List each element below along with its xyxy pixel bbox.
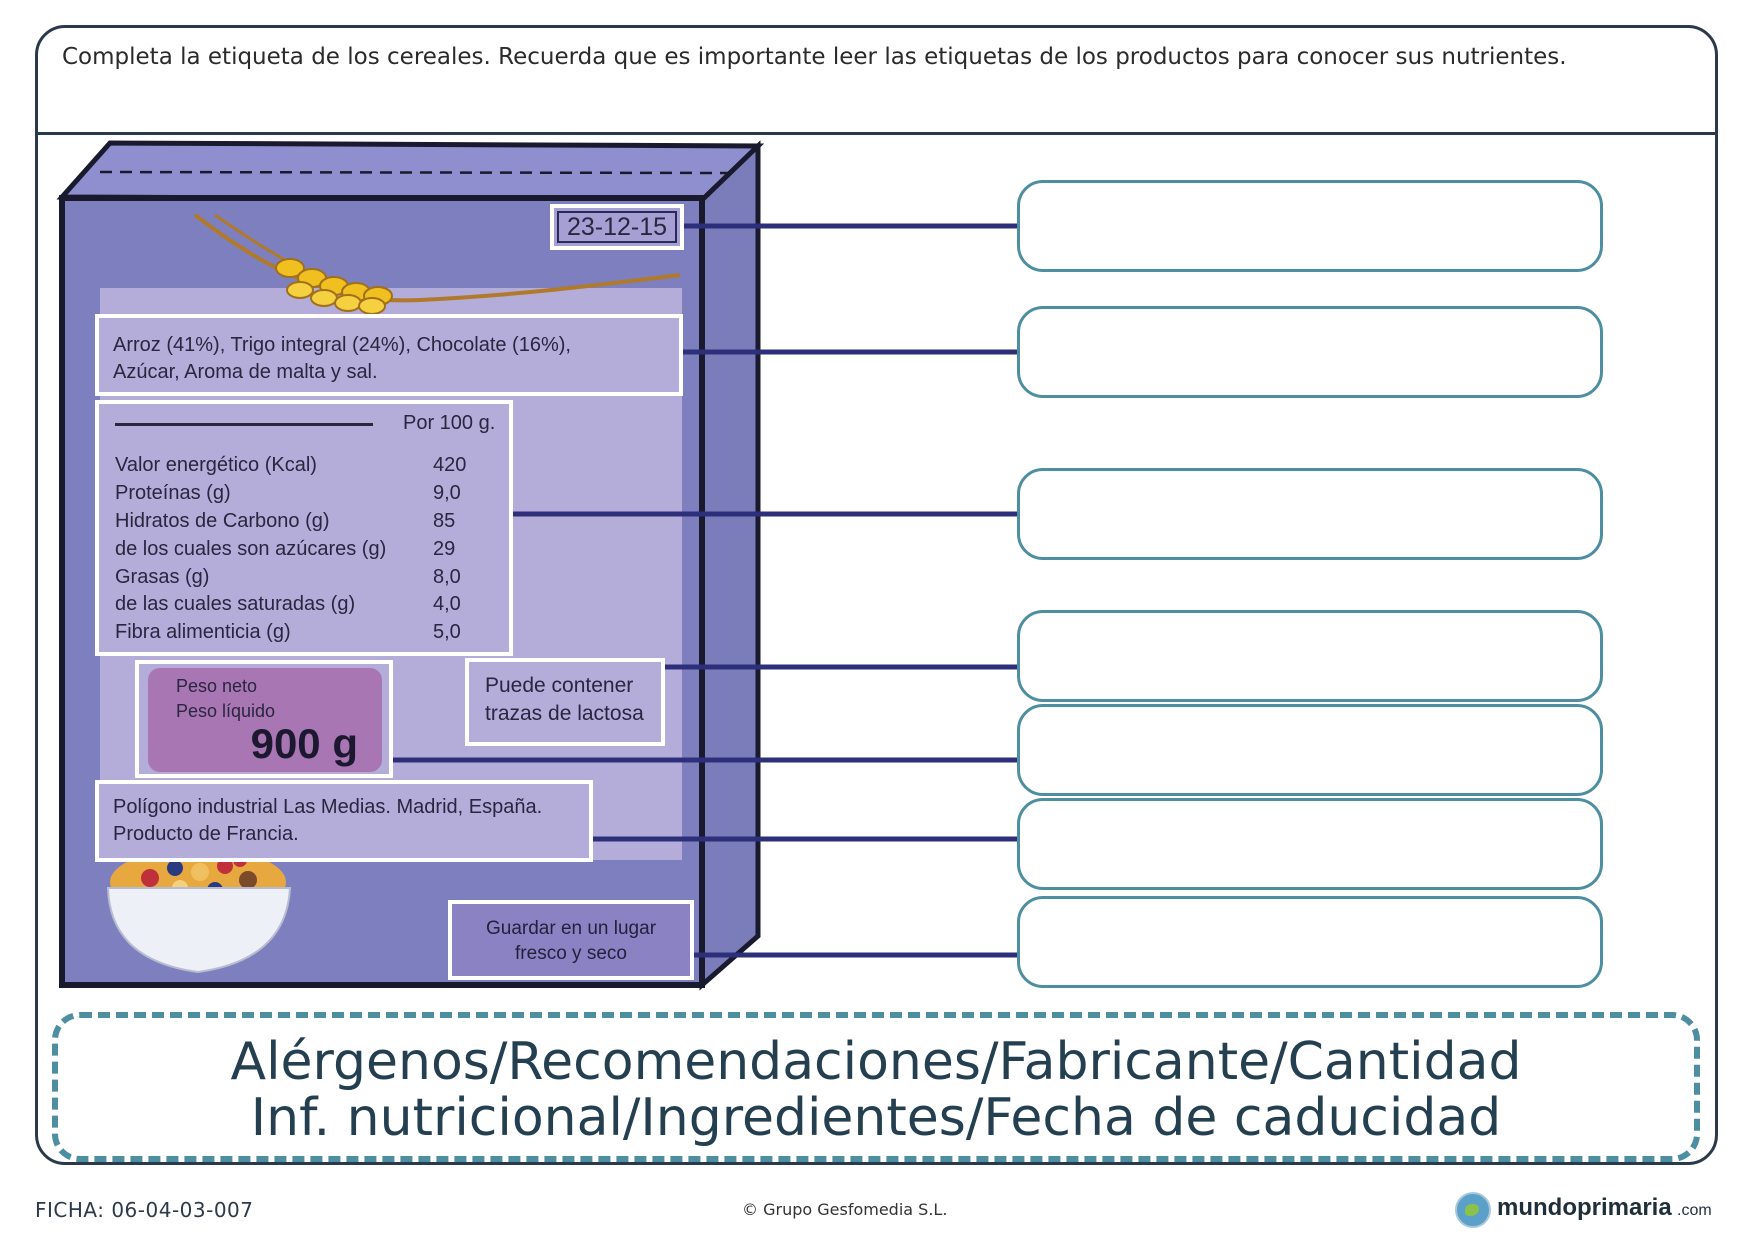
nutrition-label: Hidratos de Carbono (g) xyxy=(115,510,330,532)
nutrition-label: Grasas (g) xyxy=(115,566,210,588)
answer-box-ingredients[interactable] xyxy=(1017,306,1603,398)
nutrition-header: Por 100 g. xyxy=(403,412,496,434)
manufacturer-panel: Polígono industrial Las Medias. Madrid, … xyxy=(95,780,593,862)
answer-box-allergens[interactable] xyxy=(1017,610,1603,702)
answer-box-manufacturer[interactable] xyxy=(1017,798,1603,890)
nutrition-row: Fibra alimenticia (g) 5,0 xyxy=(115,621,495,647)
weight-label-liquid: Peso líquido xyxy=(176,701,276,721)
nutrition-label: Valor energético (Kcal) xyxy=(115,454,317,476)
box-side-face xyxy=(699,140,761,991)
ingredients-line-1: Arroz (41%), Trigo integral (24%), Choco… xyxy=(113,334,571,356)
nutrition-label: Proteínas (g) xyxy=(115,482,231,504)
brand-logo[interactable]: mundoprimaria .com xyxy=(1455,1190,1725,1230)
brand-name: mundoprimaria xyxy=(1497,1194,1672,1221)
nutrition-panel: Por 100 g. Valor energético (Kcal) 420 P… xyxy=(95,400,513,656)
nutrition-label: de los cuales son azúcares (g) xyxy=(115,538,387,560)
nutrition-value: 420 xyxy=(433,454,467,476)
nutrition-row: Proteínas (g) 9,0 xyxy=(115,482,495,508)
instruction-text: Completa la etiqueta de los cereales. Re… xyxy=(62,44,1567,70)
allergen-line-2: trazas de lactosa xyxy=(485,702,644,725)
worksheet-frame xyxy=(35,25,1718,1165)
nutrition-row: de las cuales saturadas (g) 4,0 xyxy=(115,593,495,619)
answer-box-recommendations[interactable] xyxy=(1017,896,1603,988)
nutrition-value: 85 xyxy=(433,510,456,532)
storage-line-2: fresco y seco xyxy=(515,943,627,964)
answer-box-nutrition[interactable] xyxy=(1017,468,1603,560)
allergen-panel: Puede contener trazas de lactosa xyxy=(465,658,665,746)
cereal-bowl-icon xyxy=(106,848,292,974)
wheat-icon xyxy=(193,213,681,315)
brand-suffix: .com xyxy=(1677,1202,1712,1219)
manufacturer-line-1: Polígono industrial Las Medias. Madrid, … xyxy=(113,796,543,818)
expiry-date-panel: 23-12-15 xyxy=(550,204,684,250)
weight-badge: Peso neto Peso líquido 900 g xyxy=(148,668,382,772)
nutrition-row: de los cuales son azúcares (g) 29 xyxy=(115,538,495,564)
storage-line-1: Guardar en un lugar xyxy=(485,918,657,939)
answer-box-quantity[interactable] xyxy=(1017,704,1603,796)
answer-box-date[interactable] xyxy=(1017,180,1603,272)
ingredients-panel: Arroz (41%), Trigo integral (24%), Choco… xyxy=(95,314,683,396)
box-top-dashed-line xyxy=(99,170,737,175)
nutrition-label: Fibra alimenticia (g) xyxy=(115,621,291,643)
nutrition-value: 9,0 xyxy=(433,482,461,504)
header-divider xyxy=(37,132,1716,135)
nutrition-row: Hidratos de Carbono (g) 85 xyxy=(115,510,495,536)
word-bank-line-2: Inf. nutricional/Ingredientes/Fecha de c… xyxy=(250,1088,1502,1148)
weight-panel: Peso neto Peso líquido 900 g xyxy=(135,660,393,778)
nutrition-rule xyxy=(115,423,373,426)
ingredients-line-2: Azúcar, Aroma de malta y sal. xyxy=(113,361,378,383)
weight-amount: 900 g xyxy=(250,720,358,767)
weight-label-net: Peso neto xyxy=(176,676,258,696)
nutrition-value: 5,0 xyxy=(433,621,461,643)
nutrition-value: 8,0 xyxy=(433,566,461,588)
word-bank-line-1: Alérgenos/Recomendaciones/Fabricante/Can… xyxy=(230,1032,1522,1092)
word-bank: Alérgenos/Recomendaciones/Fabricante/Can… xyxy=(52,1012,1700,1162)
nutrition-value: 29 xyxy=(433,538,456,560)
ficha-code: FICHA: 06-04-03-007 xyxy=(35,1198,254,1222)
nutrition-label: de las cuales saturadas (g) xyxy=(115,593,356,615)
nutrition-row: Valor energético (Kcal) 420 xyxy=(115,454,495,480)
manufacturer-line-2: Producto de Francia. xyxy=(113,823,299,845)
expiry-date-text: 23-12-15 xyxy=(566,213,668,241)
connector-lines xyxy=(393,223,1017,958)
storage-panel: Guardar en un lugar fresco y seco xyxy=(448,900,694,980)
allergen-line-1: Puede contener xyxy=(485,674,634,697)
nutrition-row: Grasas (g) 8,0 xyxy=(115,566,495,592)
copyright-text: © Grupo Gesfomedia S.L. xyxy=(742,1200,948,1219)
nutrition-value: 4,0 xyxy=(433,593,461,615)
globe-icon xyxy=(1455,1192,1491,1228)
